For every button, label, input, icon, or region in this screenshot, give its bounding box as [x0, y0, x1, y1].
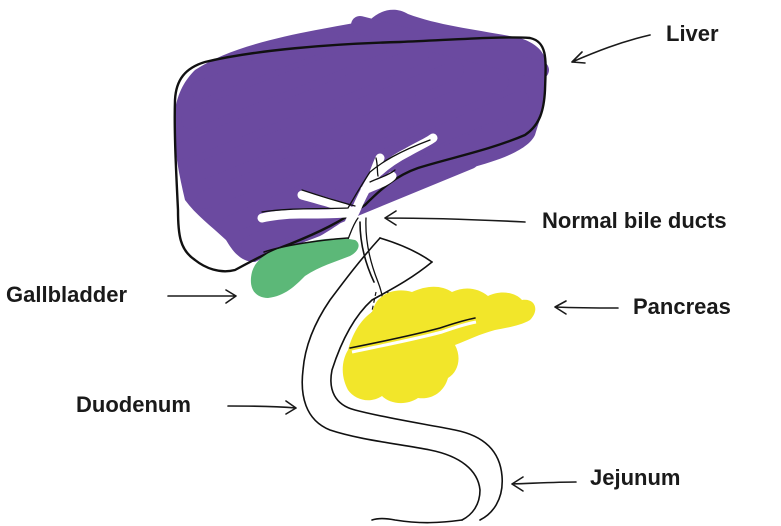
label-jejunum-group: Jejunum [512, 465, 680, 491]
arrow-duodenum [228, 401, 296, 414]
label-duodenum: Duodenum [76, 392, 191, 417]
arrow-gallbladder [168, 290, 236, 303]
label-pancreas-group: Pancreas [555, 294, 731, 319]
arrow-jejunum [512, 477, 576, 491]
label-bile-ducts: Normal bile ducts [542, 208, 727, 233]
label-gallbladder-group: Gallbladder [6, 282, 236, 307]
label-jejunum: Jejunum [590, 465, 680, 490]
arrow-pancreas [555, 301, 618, 314]
pancreas-fill [343, 287, 536, 403]
label-gallbladder: Gallbladder [6, 282, 127, 307]
label-liver: Liver [666, 21, 719, 46]
arrow-bile-ducts [385, 211, 525, 225]
label-liver-group: Liver [572, 21, 719, 63]
duodenum-top-cap [380, 238, 432, 262]
jejunum [372, 519, 462, 523]
label-bile-ducts-group: Normal bile ducts [385, 208, 727, 233]
pancreas [343, 287, 536, 403]
label-duodenum-group: Duodenum [76, 392, 296, 417]
arrow-liver [572, 35, 650, 63]
label-pancreas: Pancreas [633, 294, 731, 319]
jejunum-loop-edge [372, 519, 462, 523]
